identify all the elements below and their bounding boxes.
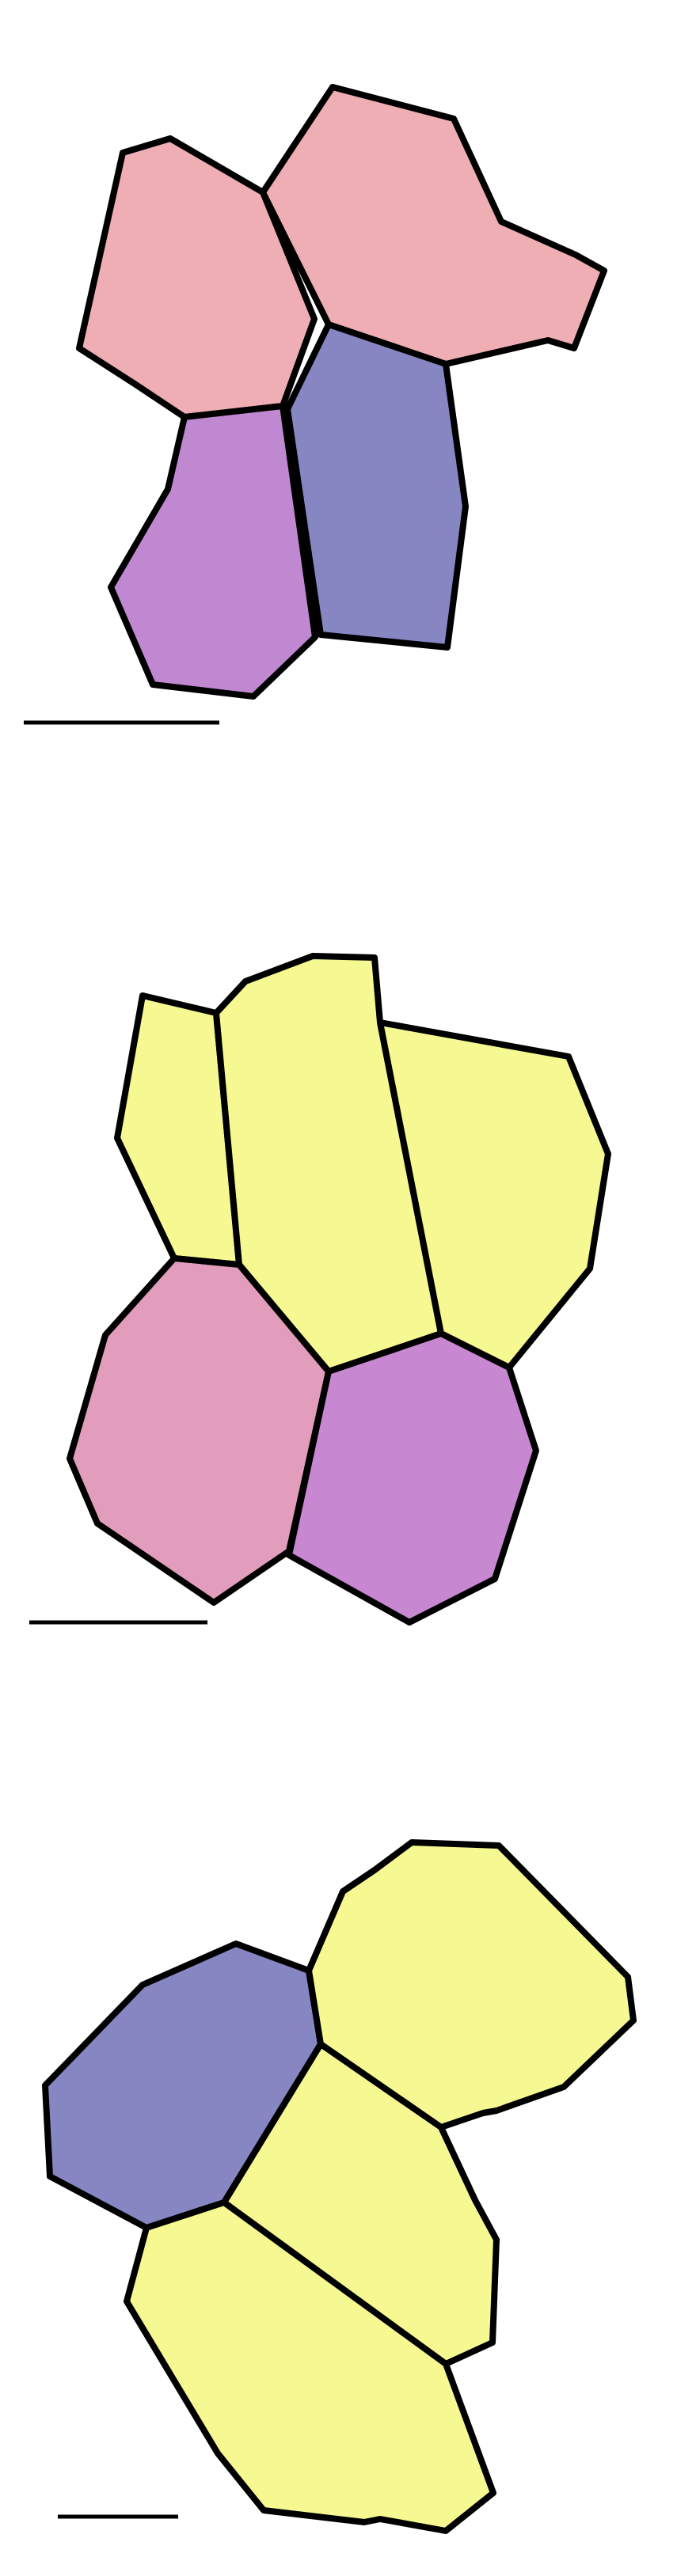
panel-1-cell-orchid xyxy=(108,403,318,700)
panel-3-cell-yellow-bottom xyxy=(124,2199,496,2534)
panel-1-cell-blue xyxy=(284,321,469,651)
panel-3 xyxy=(42,1839,637,2534)
panel-2 xyxy=(29,953,611,1626)
panel-1 xyxy=(24,84,607,725)
panel-2-cell-rose xyxy=(67,1255,332,1606)
panel-2-cell-purple xyxy=(286,1330,539,1626)
